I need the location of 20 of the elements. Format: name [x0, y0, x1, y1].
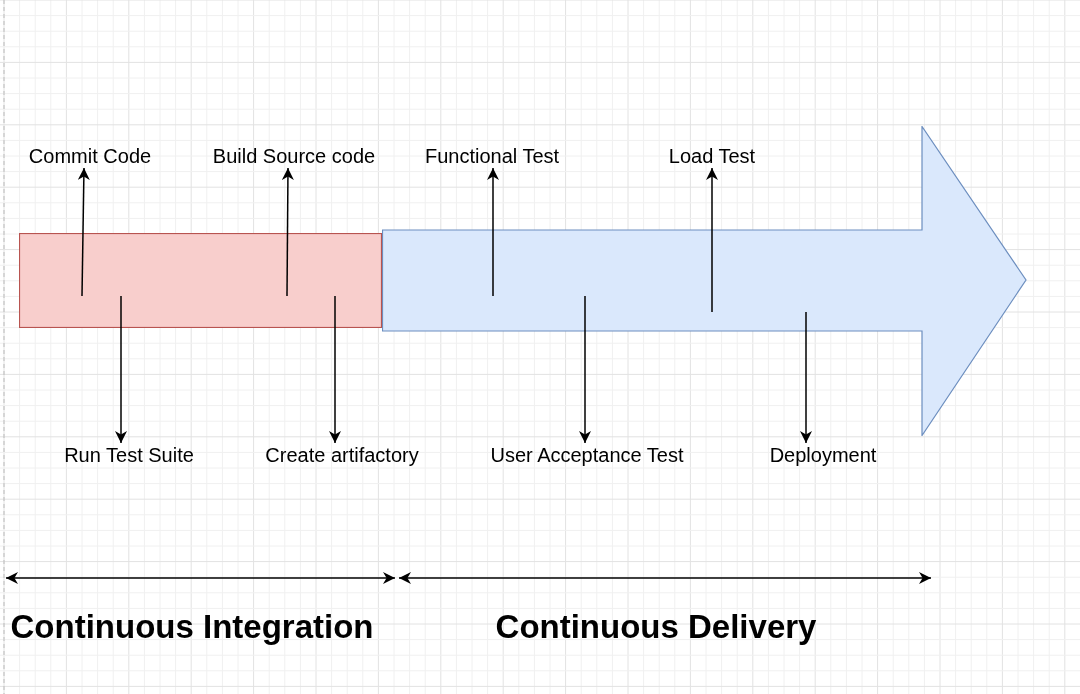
phase-label: Continuous Integration — [10, 609, 374, 645]
arrow — [281, 167, 294, 297]
step-label: Commit Code — [26, 144, 154, 168]
step-label: Functional Test — [422, 144, 562, 168]
block-arrow-shape — [382, 126, 1027, 436]
step-label: Load Test — [666, 144, 758, 168]
arrow — [115, 295, 127, 444]
step-label: Build Source code — [210, 144, 378, 168]
arrow — [706, 167, 718, 313]
step-label: Create artifactory — [263, 443, 421, 467]
arrow — [800, 311, 812, 444]
phase-label: Continuous Delivery — [495, 609, 817, 645]
step-label: Deployment — [767, 443, 879, 467]
arrow — [329, 295, 341, 444]
bar-shape — [19, 233, 382, 328]
step-label: Run Test Suite — [62, 443, 196, 467]
arrow — [487, 167, 499, 297]
step-label: User Acceptance Test — [488, 443, 686, 467]
arrow — [579, 295, 591, 444]
arrow — [77, 167, 90, 297]
